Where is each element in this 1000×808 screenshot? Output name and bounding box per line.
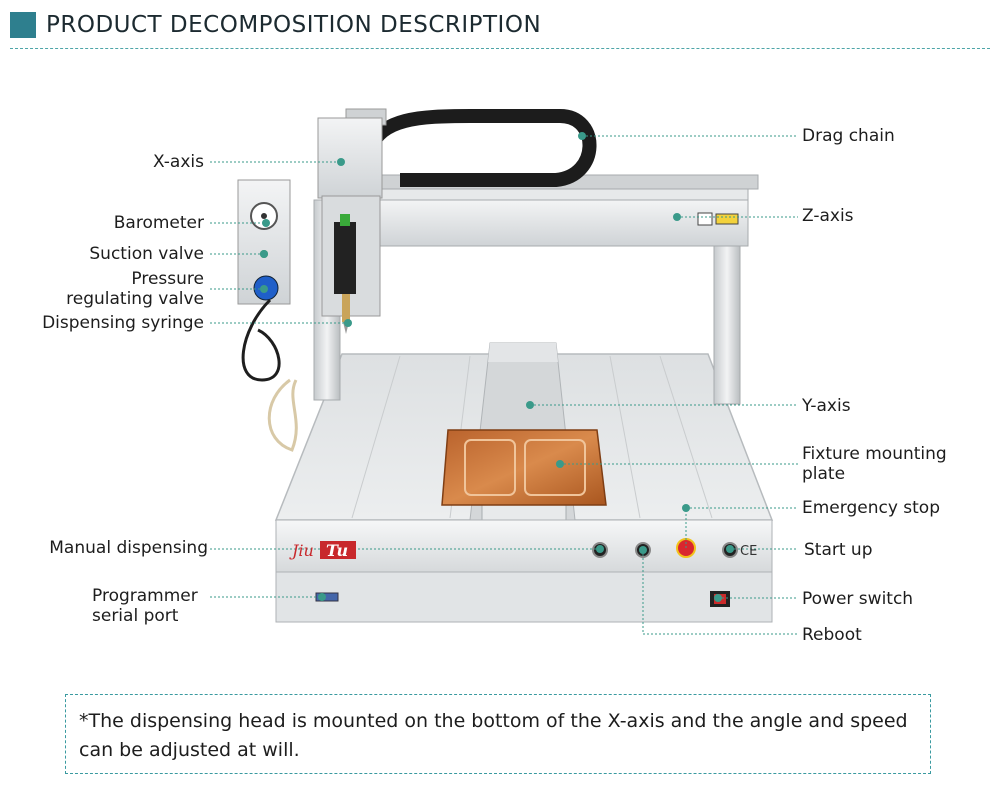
header-divider	[10, 48, 990, 49]
label-power-switch: Power switch	[802, 589, 914, 609]
label-x-axis: X-axis	[153, 152, 204, 172]
brand-logo: Jiu Tu	[289, 541, 356, 560]
svg-text:Jiu: Jiu	[289, 541, 314, 560]
ce-mark: CE	[740, 544, 757, 559]
note-box: *The dispensing head is mounted on the b…	[65, 694, 931, 774]
callout-lines	[210, 135, 798, 635]
label-barometer: Barometer	[113, 213, 204, 233]
label-pressure-valve-1: Pressure	[131, 269, 204, 289]
label-fixture-1: Fixture mounting	[802, 444, 947, 464]
air-hose	[267, 378, 298, 452]
drag-chain	[363, 109, 597, 187]
label-start-up: Start up	[804, 540, 873, 560]
label-programmer-2: serial port	[92, 606, 179, 626]
svg-text:Tu: Tu	[326, 541, 348, 560]
label-fixture-2: plate	[802, 464, 846, 484]
header-marker	[10, 12, 36, 38]
pressure-box	[237, 179, 291, 305]
label-z-axis: Z-axis	[802, 206, 854, 226]
label-drag-chain: Drag chain	[802, 126, 895, 146]
label-suction-valve: Suction valve	[89, 244, 204, 264]
label-dispensing-syringe: Dispensing syringe	[42, 313, 204, 333]
callout-dots	[260, 132, 734, 602]
cable-coil	[241, 298, 281, 382]
page-title: PRODUCT DECOMPOSITION DESCRIPTION	[46, 12, 542, 38]
label-programmer-1: Programmer	[92, 586, 198, 606]
label-manual-dispensing: Manual dispensing	[49, 538, 208, 558]
label-reboot: Reboot	[802, 625, 862, 645]
front-panel	[275, 519, 773, 623]
label-emergency-stop: Emergency stop	[802, 498, 941, 518]
label-y-axis: Y-axis	[802, 396, 851, 416]
label-pressure-valve-2: regulating valve	[66, 289, 204, 309]
note-text: *The dispensing head is mounted on the b…	[79, 710, 908, 761]
